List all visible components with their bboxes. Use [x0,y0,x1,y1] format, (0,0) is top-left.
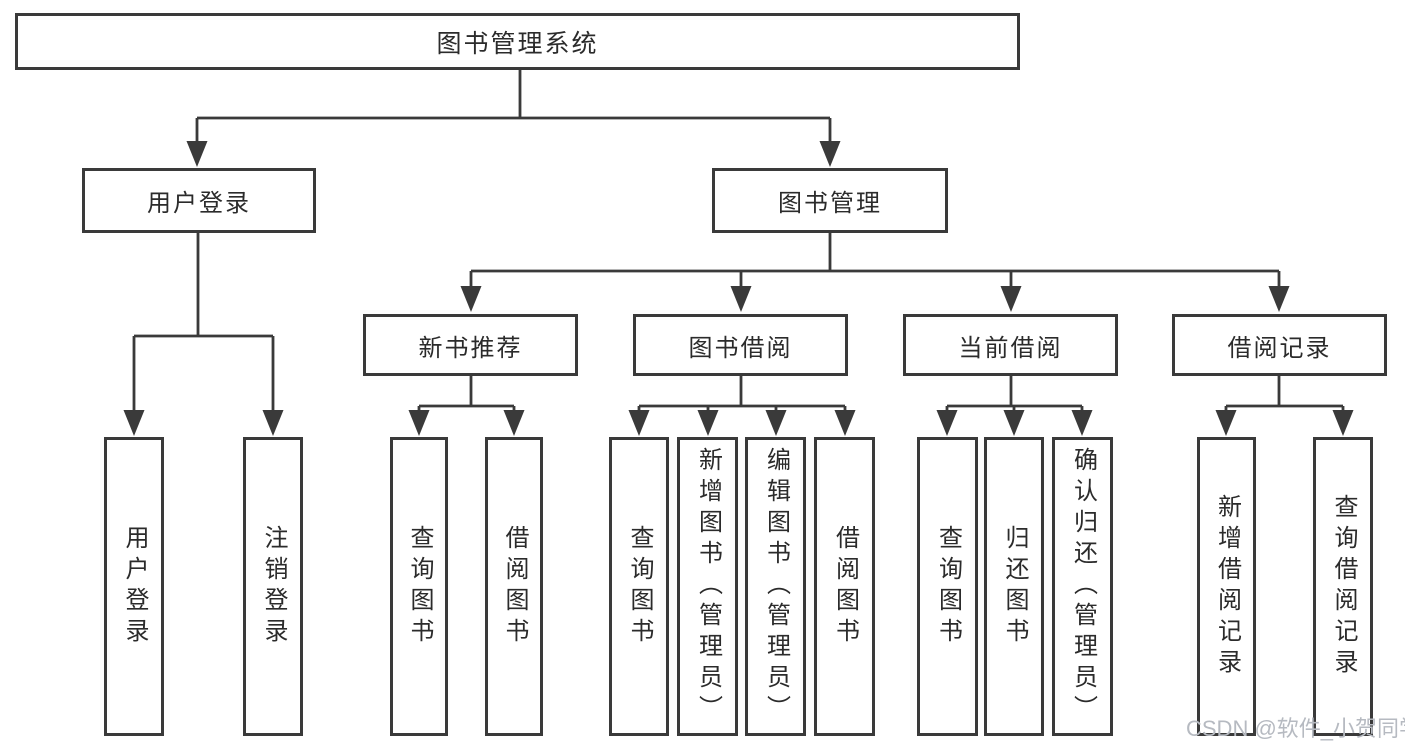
node-label: 归还图书 [1001,524,1028,649]
connector-book-management-to-children [460,233,1290,312]
node-leaf-borrow-add-books-admin: 新增图书（管理员） [677,437,738,736]
node-leaf-user-login: 用户登录 [104,437,164,736]
node-label: 新增图书（管理员） [694,447,722,726]
node-label: 确认归还（管理员） [1069,447,1097,726]
node-leaf-current-return-books: 归还图书 [984,437,1044,736]
node-label: 借阅记录 [1227,334,1332,362]
node-root: 图书管理系统 [15,13,1020,70]
node-label: 查询图书 [406,524,433,649]
node-label: 注销登录 [260,524,287,649]
connector-book-borrow-to-children [628,376,856,436]
connector-current-borrow-to-children [936,376,1093,436]
node-leaf-record-add-record: 新增借阅记录 [1197,437,1256,736]
node-leaf-borrow-borrow-books: 借阅图书 [814,437,875,736]
node-leaf-newbook-query-books: 查询图书 [390,437,448,736]
node-label: 图书管理 [778,190,882,217]
node-label: 新增借阅记录 [1213,493,1241,680]
node-label: 用户登录 [147,190,251,217]
node-user-login: 用户登录 [82,168,316,233]
connector-new-book-to-children [408,376,525,436]
node-label: 借阅图书 [501,524,528,649]
node-label: 借阅图书 [831,524,859,649]
node-borrow-record: 借阅记录 [1172,314,1387,376]
node-label: 新书推荐 [418,334,523,362]
node-new-book-recommend: 新书推荐 [363,314,578,376]
node-label: 查询图书 [626,524,653,649]
node-leaf-record-query-record: 查询借阅记录 [1313,437,1373,736]
node-book-management: 图书管理 [712,168,948,233]
node-label: 编辑图书（管理员） [762,447,790,726]
watermark: CSDN @软件_小贺同学 [1186,716,1405,741]
node-leaf-newbook-borrow-books: 借阅图书 [485,437,543,736]
connector-root-to-children [186,70,841,167]
node-label: 图书管理系统 [436,29,599,58]
node-leaf-current-query-books: 查询图书 [917,437,978,736]
node-book-borrow: 图书借阅 [633,314,848,376]
node-label: 图书借阅 [688,334,793,362]
node-current-borrow: 当前借阅 [903,314,1118,376]
node-leaf-current-confirm-return-admin: 确认归还（管理员） [1052,437,1113,736]
connector-borrow-record-to-children [1215,376,1354,436]
node-leaf-borrow-query-books: 查询图书 [609,437,669,736]
node-label: 查询借阅记录 [1330,493,1357,680]
node-label: 用户登录 [121,524,148,649]
node-label: 查询图书 [934,524,962,649]
node-leaf-logout-login: 注销登录 [243,437,303,736]
node-leaf-borrow-edit-books-admin: 编辑图书（管理员） [745,437,806,736]
node-label: 当前借阅 [958,334,1063,362]
connector-user-login-to-children [123,233,284,436]
